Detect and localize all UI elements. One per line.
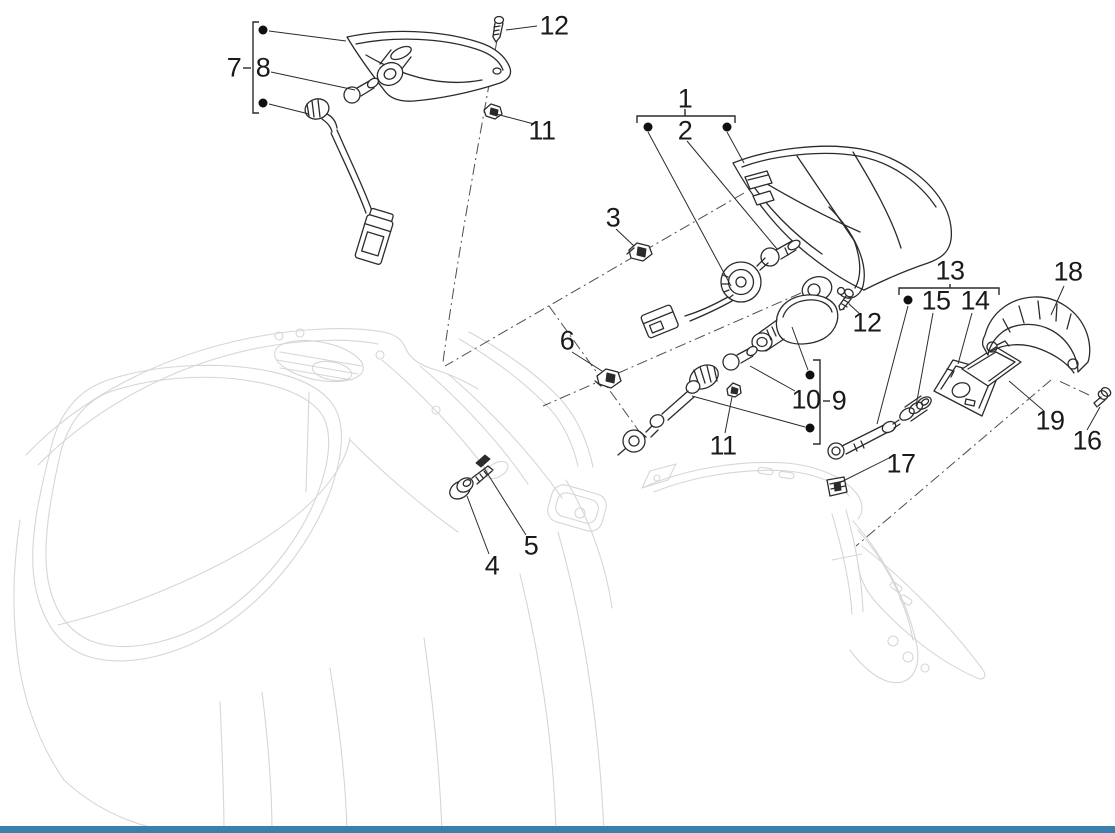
rear-fender-wireframe xyxy=(641,461,986,684)
callout-12-upper: 12 xyxy=(539,10,569,41)
callout-5: 5 xyxy=(523,530,539,561)
clip-6-drawing xyxy=(594,368,622,389)
callout-4: 4 xyxy=(484,550,500,581)
plate-light-socket-drawing xyxy=(899,395,932,422)
callout-10: 10 xyxy=(791,384,821,415)
callout-3: 3 xyxy=(605,202,621,233)
callout-15: 15 xyxy=(921,285,951,316)
callout-19: 19 xyxy=(1035,405,1065,436)
mount-pin-drawing xyxy=(475,454,491,468)
reflector-drawing xyxy=(961,340,1022,387)
rear-turn-signal-drawing xyxy=(617,294,839,456)
support-bracket-drawing xyxy=(981,296,1091,374)
callout-17: 17 xyxy=(886,448,916,479)
left-turn-signal-lamp-drawing xyxy=(304,30,512,265)
callout-9: 9 xyxy=(831,385,847,416)
callout-6: 6 xyxy=(559,325,575,356)
callout-1: 1 xyxy=(677,83,693,114)
callout-11-lower: 11 xyxy=(709,430,737,461)
mount-bolt-drawing xyxy=(449,465,494,500)
callout-8: 8 xyxy=(255,52,271,83)
callout-7: 7 xyxy=(226,52,242,83)
clip-17-drawing xyxy=(826,476,848,497)
scooter-body-wireframe xyxy=(13,328,613,833)
assembly-centerlines xyxy=(442,39,1090,547)
bottom-accent-bar xyxy=(0,826,1115,833)
screw-16-drawing xyxy=(1093,386,1112,408)
callout-brackets xyxy=(243,21,1000,445)
leader-lines xyxy=(268,25,1101,555)
callout-18: 18 xyxy=(1053,256,1083,287)
callout-2: 2 xyxy=(677,115,693,146)
callout-16: 16 xyxy=(1072,425,1102,456)
screw-12-upper-drawing xyxy=(492,15,505,43)
callout-12-lower: 12 xyxy=(852,307,882,338)
tail-light-assembly-drawing xyxy=(640,145,952,339)
callout-14: 14 xyxy=(960,285,990,316)
plate-light-bulb-holder-drawing xyxy=(827,419,901,460)
callout-13: 13 xyxy=(935,255,965,286)
callout-11-upper: 11 xyxy=(528,115,556,146)
clip-3-drawing xyxy=(626,242,653,262)
clip-11-upper-drawing xyxy=(483,103,503,120)
screw-12-lower-drawing xyxy=(838,288,854,311)
clip-11-lower-drawing xyxy=(726,382,742,398)
